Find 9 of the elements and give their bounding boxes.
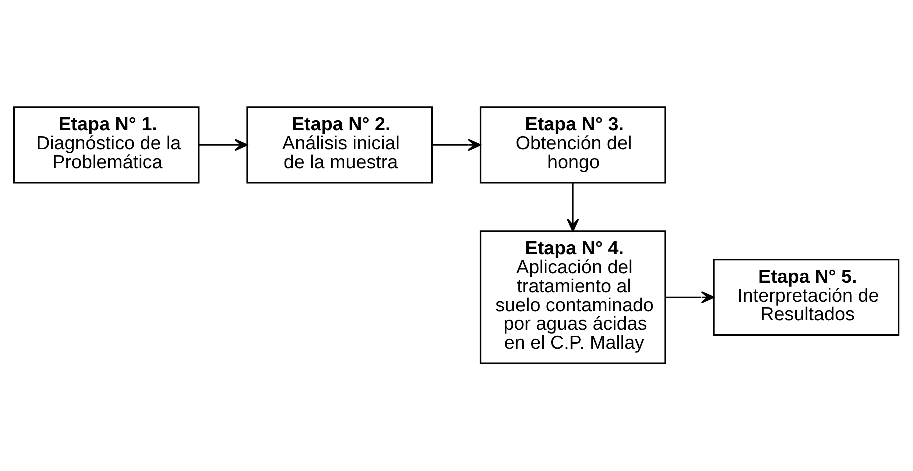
arrow [199, 139, 248, 152]
node-box: Etapa N° 4. Aplicación del tratamiento al suelo contaminado por aguas ácidas en el C.P. Mallay [480, 230, 666, 364]
arrow [432, 139, 482, 152]
node-box: Etapa N° 2. Análisis inicial de la muestra [246, 106, 434, 184]
arrow [567, 182, 580, 232]
node-box: Etapa N° 1. Diagnóstico de la Problemática [13, 106, 200, 184]
node-box: Etapa N° 5. Interpretación de Resultados [713, 258, 900, 336]
arrow [666, 291, 715, 304]
node-box: Etapa N° 3. Obtención del hongo [480, 106, 666, 184]
